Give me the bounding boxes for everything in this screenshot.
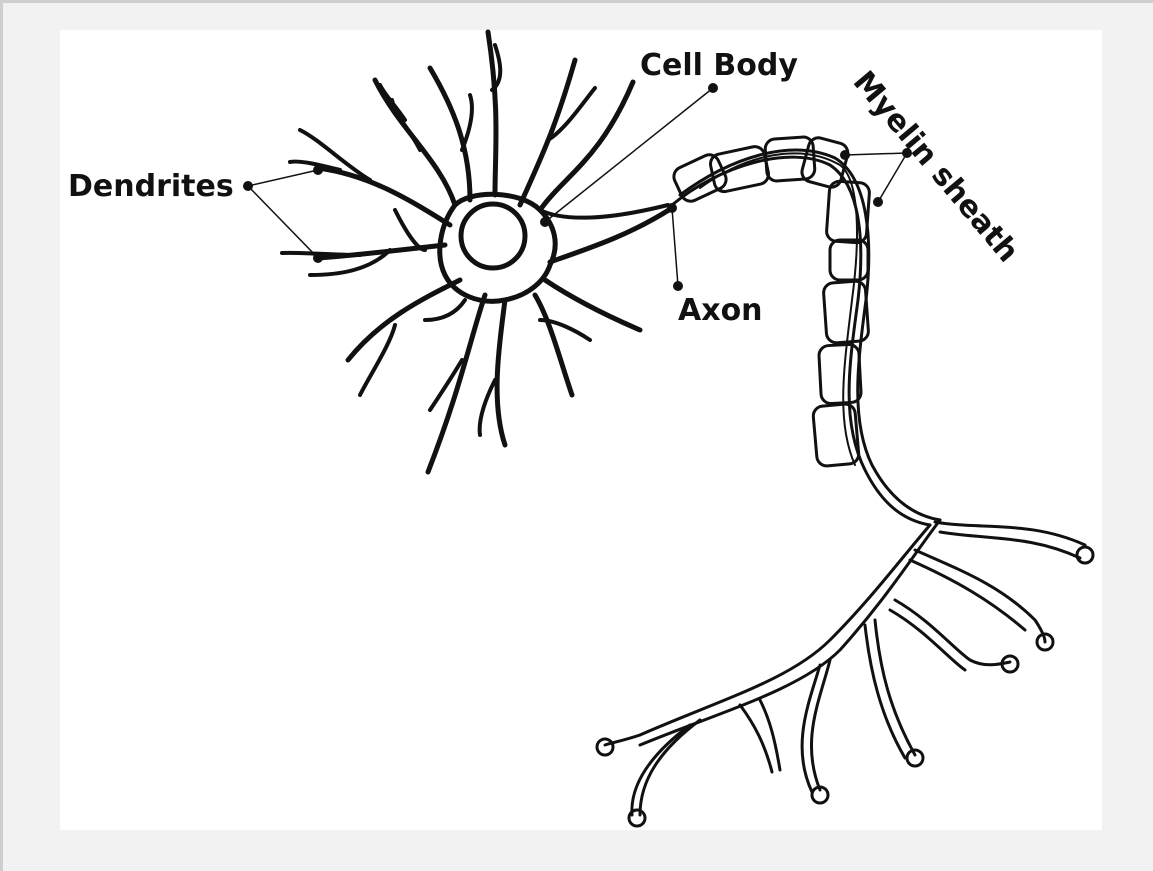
nucleus	[461, 204, 525, 268]
dendrite-tree	[282, 32, 640, 472]
label-dendrites: Dendrites	[68, 169, 234, 204]
label-dots	[243, 83, 912, 291]
cell-body	[440, 194, 555, 301]
label-myelin-sheath: Myelin sheath	[846, 65, 1026, 270]
axon-terminals	[597, 520, 1093, 826]
label-axon: Axon	[678, 293, 763, 328]
label-cell-body: Cell Body	[640, 48, 798, 83]
soma-outline	[440, 194, 555, 301]
